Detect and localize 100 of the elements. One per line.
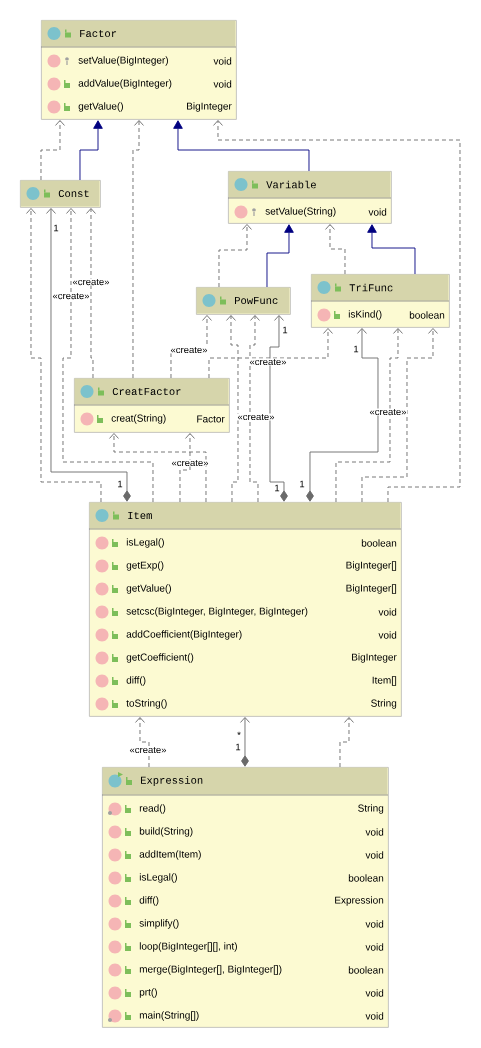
return-type: Expression: [335, 896, 384, 906]
return-type: boolean: [348, 966, 384, 974]
return-type: BigInteger: [352, 653, 397, 663]
dependency-arrow: [226, 315, 239, 503]
multiplicity: 1: [118, 480, 123, 488]
method-name: getCoefficient(): [126, 653, 194, 663]
class-name: Factor: [80, 29, 117, 38]
dependency-arrow: [339, 717, 354, 768]
dependency-arrow: [361, 328, 438, 503]
class-box: [88, 502, 402, 717]
method-name: prt(): [139, 988, 157, 998]
dependency-arrow: [26, 208, 102, 503]
composition-arrow: [46, 208, 131, 502]
return-type: void: [365, 1012, 384, 1020]
inheritance-arrow: [79, 120, 103, 181]
edge-label: 1: [52, 224, 60, 232]
method-name: diff(): [139, 896, 159, 906]
class-box: [310, 274, 450, 328]
class-box: [40, 20, 237, 120]
edge-label: «create»: [171, 459, 209, 467]
dependency-arrow: [208, 328, 333, 379]
dependency-arrow: [325, 224, 346, 275]
class-name: Variable: [266, 180, 316, 189]
edge-label: «create»: [129, 746, 167, 754]
multiplicity: 1: [236, 743, 241, 751]
return-type: BigInteger[]: [346, 561, 397, 571]
return-type: void: [213, 57, 232, 65]
return-type: void: [365, 851, 384, 859]
dependency-arrow: [86, 208, 96, 379]
edge-label: 1: [281, 326, 289, 334]
dependency-arrow: [170, 315, 212, 379]
class-box: [196, 287, 291, 315]
return-type: boolean: [348, 874, 384, 882]
edge-label: «create»: [170, 346, 208, 354]
method-name: isKind(): [348, 310, 382, 320]
return-type: String: [371, 699, 397, 709]
class-name: TriFunc: [349, 283, 393, 292]
dependency-arrow: [218, 224, 252, 288]
method-name: simplify(): [139, 919, 179, 929]
dependency-arrow: [179, 433, 195, 503]
inheritance-arrow: [367, 224, 416, 275]
composition-arrow: [306, 328, 379, 502]
class-box: [227, 171, 392, 224]
return-type: void: [365, 989, 384, 997]
method-name: setValue(String): [265, 207, 336, 217]
method-name: setcsc(BigInteger, BigInteger, BigInteger): [126, 607, 308, 617]
class-box: [101, 767, 389, 1028]
method-name: getExp(): [126, 561, 164, 571]
method-name: addValue(BigInteger): [78, 79, 172, 89]
dependency-arrow: [249, 315, 260, 503]
class-name: Expression: [141, 776, 203, 786]
return-type: void: [365, 828, 384, 836]
dependency-arrow: [132, 120, 144, 379]
return-type: boolean: [409, 311, 445, 319]
edge-label: «create»: [369, 408, 407, 416]
dependency-arrow: [213, 120, 461, 503]
edge-label: «create»: [249, 358, 287, 366]
return-type: Factor: [197, 415, 225, 423]
edge-label: «create»: [237, 413, 275, 421]
method-name: main(String[]): [139, 1011, 199, 1021]
edge-label: «create»: [52, 292, 90, 300]
edge-label: *: [236, 731, 242, 739]
method-name: isLegal(): [126, 538, 164, 548]
method-name: diff(): [126, 676, 146, 686]
method-name: addItem(Item): [139, 850, 201, 860]
return-type: String: [358, 804, 384, 814]
method-name: isLegal(): [139, 873, 177, 883]
class-box: [20, 180, 101, 208]
composition-arrow: [269, 315, 288, 502]
return-type: BigInteger: [187, 102, 232, 112]
return-type: void: [213, 80, 232, 88]
inheritance-arrow: [266, 224, 294, 288]
dependency-arrow: [62, 208, 154, 503]
return-type: void: [378, 631, 397, 639]
return-type: void: [378, 608, 397, 616]
method-name: read(): [139, 804, 166, 814]
method-name: addCoefficient(BigInteger): [126, 630, 242, 640]
method-name: toString(): [126, 699, 167, 709]
method-name: setValue(BigInteger): [78, 56, 168, 66]
class-box: [73, 378, 230, 433]
multiplicity: 1: [275, 484, 280, 492]
return-type: void: [365, 920, 384, 928]
method-name: merge(BigInteger[], BigInteger[]): [139, 965, 282, 975]
class-name: Const: [58, 189, 89, 198]
return-type: boolean: [361, 539, 397, 547]
method-name: creat(String): [111, 414, 166, 424]
return-type: void: [365, 943, 384, 951]
inheritance-arrow: [173, 120, 310, 172]
return-type: BigInteger[]: [346, 584, 397, 594]
dependency-arrow: [335, 328, 403, 503]
return-type: void: [368, 208, 387, 216]
class-name: Item: [128, 511, 152, 520]
edge-label: «create»: [72, 278, 110, 286]
class-name: CreatFactor: [112, 387, 181, 396]
method-name: getValue(): [126, 584, 171, 594]
edge-label: 1: [352, 345, 360, 353]
method-name: getValue(): [78, 102, 123, 112]
method-name: loop(BigInteger[][], int): [139, 942, 237, 952]
method-name: build(String): [139, 827, 193, 837]
class-name: PowFunc: [235, 297, 278, 304]
